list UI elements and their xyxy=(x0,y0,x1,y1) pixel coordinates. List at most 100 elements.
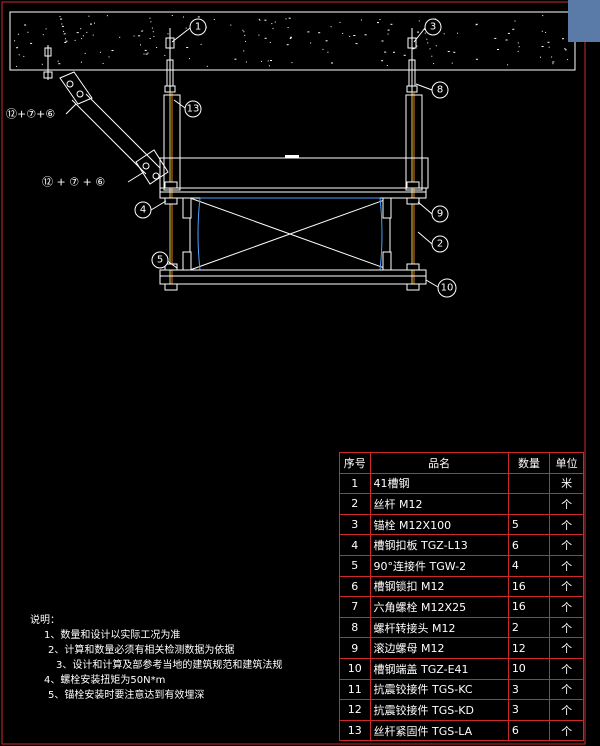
cell-unit: 个 xyxy=(549,554,584,577)
slab-speckle xyxy=(475,58,478,60)
lower-channel xyxy=(159,269,427,285)
slab-speckle xyxy=(387,33,389,35)
slab-speckle xyxy=(64,42,67,43)
cell-seq: 6 xyxy=(339,575,371,598)
slab-speckle xyxy=(27,31,29,33)
header-qty: 数量 xyxy=(507,452,551,474)
slab-speckle xyxy=(318,32,321,34)
tray-label-mark xyxy=(285,155,299,158)
cell-name: 六角螺栓 M12X25 xyxy=(369,596,509,618)
notes-block: 说明： 1、数量和设计以实际工况为准 2、计算和数量必须有相关检测数据为依据 3… xyxy=(30,613,330,703)
slab-speckle xyxy=(59,16,61,18)
cell-name: 丝杆 M12 xyxy=(369,493,509,515)
slab-speckle xyxy=(545,31,547,33)
cell-name: 槽钢端盖 TGZ-E41 xyxy=(369,657,509,680)
slab-speckle xyxy=(355,43,358,45)
slab-speckle xyxy=(245,40,247,42)
slab-speckle xyxy=(30,42,33,44)
slab-speckle xyxy=(188,58,190,60)
cell-seq: 13 xyxy=(339,719,371,742)
rod-sleeves xyxy=(163,94,423,191)
slab-speckle xyxy=(272,28,274,30)
slab-speckle xyxy=(353,35,356,36)
cell-unit: 个 xyxy=(549,657,584,680)
header-unit: 单位 xyxy=(549,452,584,474)
slab-speckle xyxy=(153,35,155,37)
slab-speckle xyxy=(156,47,158,48)
cell-seq: 12 xyxy=(339,699,371,721)
cell-qty: 16 xyxy=(507,596,551,618)
slab-speckle xyxy=(364,34,367,36)
cell-name: 槽钢锁扣 M12 xyxy=(369,575,509,598)
slab-speckle xyxy=(108,56,110,58)
header-seq: 序号 xyxy=(339,452,371,474)
slab-speckle xyxy=(339,21,341,23)
slab-speckle xyxy=(84,52,86,54)
cell-name: 丝杆紧固件 TGS-LA xyxy=(369,719,509,742)
slab-speckle xyxy=(552,61,555,63)
slab-speckle xyxy=(14,40,16,42)
cell-qty xyxy=(507,472,551,495)
cell-qty: 10 xyxy=(507,657,551,680)
slab-speckle xyxy=(541,46,544,47)
slab-speckle xyxy=(310,42,312,44)
slab-speckle xyxy=(242,29,244,31)
table-header-row: 序号 品名 数量 单位 xyxy=(339,452,584,474)
slab-speckle xyxy=(86,31,88,33)
callout-9: 9 xyxy=(437,209,443,220)
slab-speckle xyxy=(290,36,292,38)
slab-speckle xyxy=(80,61,82,63)
duct-section xyxy=(189,197,391,271)
callout-circles xyxy=(134,18,457,298)
slab-speckle xyxy=(164,54,166,56)
cell-seq: 1 xyxy=(339,472,371,495)
brace-anchor xyxy=(43,45,53,80)
slab-speckle xyxy=(429,48,431,50)
cell-name: 抗震铰接件 TGS-KC xyxy=(369,678,509,701)
slab-speckle xyxy=(92,34,94,36)
slab-speckle xyxy=(61,23,63,25)
slab-speckle xyxy=(377,22,379,24)
slab-speckle xyxy=(564,48,566,49)
slab-speckle xyxy=(360,19,362,21)
slab-speckle xyxy=(171,15,173,16)
slab-speckle xyxy=(99,51,101,53)
slab-speckle xyxy=(41,63,43,65)
callout-13: 13 xyxy=(187,104,200,115)
cell-name: 抗震铰接件 TGS-KD xyxy=(369,699,509,721)
slab-speckle xyxy=(140,44,141,46)
note-line: 2、计算和数量必须有相关检测数据为依据 xyxy=(48,645,235,656)
callout-combo-lower: ⑫ + ⑦ + ⑥ xyxy=(42,176,105,189)
seismic-brace xyxy=(59,71,169,185)
slab-speckle xyxy=(453,51,456,53)
slab-speckle xyxy=(507,32,510,34)
nuts xyxy=(164,181,420,291)
slab-speckle xyxy=(133,35,135,37)
cell-seq: 9 xyxy=(339,637,371,659)
cell-seq: 10 xyxy=(339,657,371,680)
cell-name: 槽钢扣板 TGZ-L13 xyxy=(369,534,509,556)
cell-unit: 个 xyxy=(549,493,584,515)
slab-speckle xyxy=(88,15,90,17)
cell-qty xyxy=(507,493,551,515)
slab-speckle xyxy=(243,50,245,52)
callout-1: 1 xyxy=(195,22,201,33)
slab-speckle xyxy=(141,30,143,32)
slab-speckle xyxy=(330,26,332,28)
slab-speckle xyxy=(381,60,384,62)
slab-speckle xyxy=(325,40,328,42)
slab-speckle xyxy=(379,19,381,20)
slab-speckle xyxy=(431,55,433,57)
slab-speckle xyxy=(102,62,104,64)
slab-speckle xyxy=(264,19,267,21)
slab-speckle xyxy=(269,41,271,43)
slab-speckle xyxy=(403,54,406,56)
callout-10: 10 xyxy=(441,283,454,294)
